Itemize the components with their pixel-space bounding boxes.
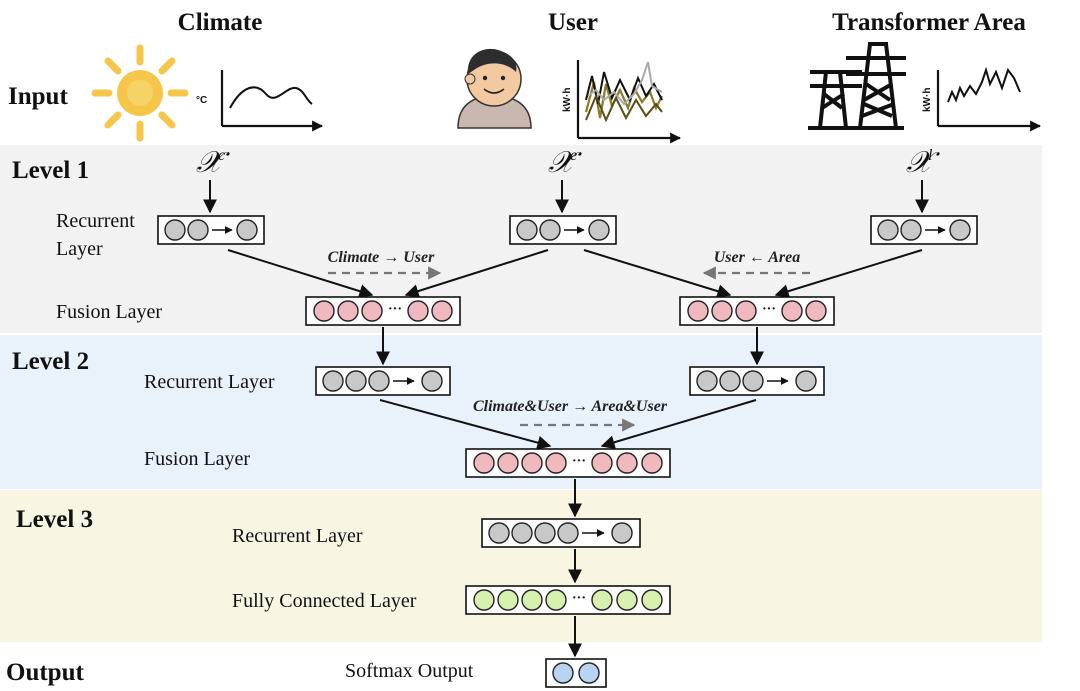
header-user: User	[548, 9, 598, 36]
softmax-output-block	[545, 658, 607, 688]
ellipsis: ···	[572, 454, 586, 469]
user-person-icon	[457, 48, 532, 129]
arrow-user-to-fusion-right	[583, 249, 732, 298]
l1-recurrent-block-area	[870, 215, 978, 245]
l1-recurrent-label-line2: Layer	[56, 238, 103, 260]
l3-fully-connected-block: ···	[465, 585, 671, 615]
l2-fusion-label: Fusion Layer	[144, 448, 250, 470]
l1-fusion-block-left: ···	[305, 296, 461, 326]
arrow-climate-to-fusion-left	[227, 249, 374, 298]
symbol-x-climate-sup: c	[218, 147, 225, 164]
symbol-x-user-sup: e	[570, 147, 577, 164]
arrow-area-to-fusion-right	[774, 249, 923, 298]
l1-recurrent-label-line1: Recurrent	[56, 210, 135, 232]
l2-fusion-block: ···	[465, 448, 671, 478]
softmax-output-label: Softmax Output	[345, 660, 474, 682]
l2-recurrent-block-left	[315, 366, 451, 396]
symbol-x-area-sup: l	[928, 147, 933, 164]
l3-recurrent-block	[481, 518, 641, 548]
temperature-unit-label: °C	[196, 95, 207, 106]
row-label-level2: Level 2	[12, 348, 89, 375]
sun-icon	[91, 44, 189, 142]
l3-fc-label: Fully Connected Layer	[232, 590, 417, 612]
temperature-chart-icon	[220, 70, 324, 132]
l1-fusion-block-right: ···	[679, 296, 835, 326]
transmission-tower-icon	[808, 42, 906, 130]
flow-label-user-from-area: User ← Area	[714, 249, 801, 266]
l2-recurrent-label: Recurrent Layer	[144, 371, 275, 393]
ellipsis: ···	[762, 302, 776, 317]
row-label-input: Input	[8, 83, 68, 110]
row-label-output: Output	[6, 659, 84, 686]
l1-fusion-label: Fusion Layer	[56, 301, 162, 323]
l2-recurrent-block-right	[689, 366, 825, 396]
ellipsis: ···	[572, 591, 586, 606]
area-energy-chart-icon	[936, 66, 1042, 132]
user-energy-unit-label: kW·h	[562, 88, 573, 112]
row-label-level3: Level 3	[16, 506, 93, 533]
area-energy-unit-label: kW·h	[922, 88, 933, 112]
row-label-level1: Level 1	[12, 157, 89, 184]
header-transformer-area: Transformer Area	[832, 9, 1026, 36]
arrow-l2-right-to-fusion	[600, 399, 757, 450]
flow-label-climateuser-to-areauser: Climate&User → Area&User	[473, 398, 668, 415]
l3-recurrent-label: Recurrent Layer	[232, 525, 363, 547]
l1-recurrent-block-user	[509, 215, 617, 245]
flow-label-climate-to-user: Climate → User	[328, 249, 435, 266]
l1-recurrent-block-climate	[157, 215, 265, 245]
level3-band	[0, 490, 1042, 642]
user-energy-chart-icon	[576, 60, 682, 144]
arrow-l2-left-to-fusion	[379, 399, 552, 450]
ellipsis: ···	[388, 302, 402, 317]
arrow-user-to-fusion-left	[404, 249, 549, 298]
header-climate: Climate	[178, 9, 263, 36]
